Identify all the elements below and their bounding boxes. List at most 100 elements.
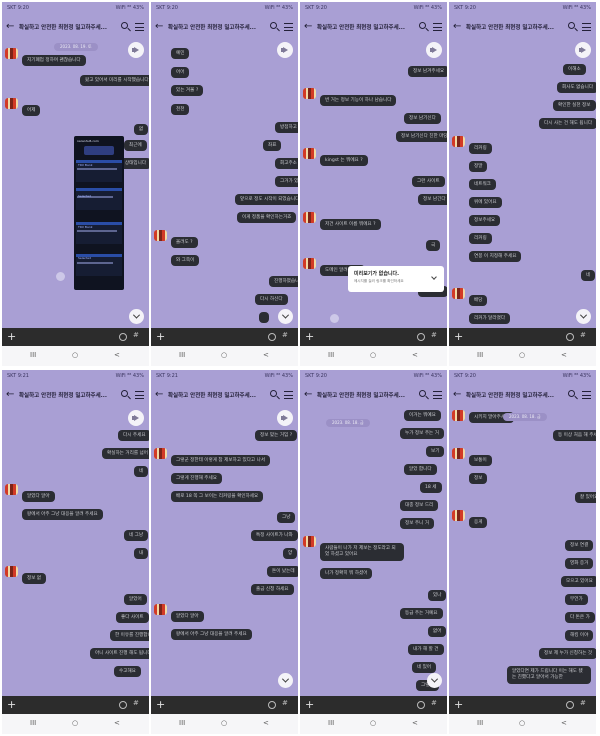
- search-icon[interactable]: [419, 390, 429, 400]
- home-icon[interactable]: ○: [519, 719, 526, 727]
- back-arrow-icon[interactable]: ←: [304, 389, 313, 400]
- search-icon[interactable]: [568, 22, 578, 32]
- avatar[interactable]: [5, 566, 18, 577]
- avatar[interactable]: [452, 410, 465, 421]
- avatar[interactable]: [452, 136, 465, 147]
- avatar[interactable]: [5, 484, 18, 495]
- recent-apps-icon[interactable]: III: [30, 351, 37, 359]
- search-icon[interactable]: [568, 390, 578, 400]
- notice-megaphone-icon[interactable]: [575, 42, 591, 58]
- hashtag-icon[interactable]: #: [133, 331, 139, 339]
- attach-plus-icon[interactable]: +: [7, 330, 17, 343]
- avatar[interactable]: [452, 448, 465, 459]
- home-icon[interactable]: ○: [221, 719, 228, 727]
- avatar[interactable]: [303, 88, 316, 99]
- hashtag-icon[interactable]: #: [282, 699, 288, 707]
- home-icon[interactable]: ○: [519, 351, 526, 359]
- back-arrow-icon[interactable]: ←: [304, 21, 313, 32]
- search-icon[interactable]: [121, 22, 131, 32]
- recent-apps-icon[interactable]: III: [30, 719, 37, 727]
- back-nav-icon[interactable]: <: [561, 351, 567, 359]
- hashtag-icon[interactable]: #: [431, 331, 437, 339]
- emoji-icon[interactable]: [119, 701, 127, 709]
- avatar[interactable]: [154, 604, 167, 615]
- menu-icon[interactable]: [433, 390, 443, 400]
- recent-apps-icon[interactable]: III: [477, 719, 484, 727]
- back-nav-icon[interactable]: <: [114, 719, 120, 727]
- emoji-icon[interactable]: [268, 701, 276, 709]
- scroll-down-button[interactable]: [278, 309, 293, 324]
- avatar[interactable]: [452, 510, 465, 521]
- reaction-dot[interactable]: [56, 272, 65, 281]
- emoji-icon[interactable]: [119, 333, 127, 341]
- attach-plus-icon[interactable]: +: [454, 698, 464, 711]
- back-arrow-icon[interactable]: ←: [453, 21, 462, 32]
- recent-apps-icon[interactable]: III: [477, 351, 484, 359]
- hashtag-icon[interactable]: #: [580, 331, 586, 339]
- back-arrow-icon[interactable]: ←: [155, 389, 164, 400]
- avatar[interactable]: [303, 536, 316, 547]
- menu-icon[interactable]: [135, 22, 145, 32]
- notice-megaphone-icon[interactable]: [128, 42, 144, 58]
- back-nav-icon[interactable]: <: [412, 719, 418, 727]
- scroll-down-button[interactable]: [427, 673, 442, 688]
- avatar[interactable]: [5, 98, 18, 109]
- back-nav-icon[interactable]: <: [263, 719, 269, 727]
- scroll-down-button[interactable]: [576, 309, 591, 324]
- search-icon[interactable]: [121, 390, 131, 400]
- recent-apps-icon[interactable]: III: [179, 719, 186, 727]
- home-icon[interactable]: ○: [72, 351, 79, 359]
- back-nav-icon[interactable]: <: [561, 719, 567, 727]
- avatar[interactable]: [5, 48, 18, 59]
- search-icon[interactable]: [419, 22, 429, 32]
- menu-icon[interactable]: [582, 22, 592, 32]
- menu-icon[interactable]: [284, 22, 294, 32]
- back-arrow-icon[interactable]: ←: [155, 21, 164, 32]
- recent-apps-icon[interactable]: III: [179, 351, 186, 359]
- link-preview-popup[interactable]: 미리보기가 없습니다. 메시지를 눌러 링크를 확인하세요: [348, 266, 444, 292]
- search-icon[interactable]: [270, 22, 280, 32]
- hashtag-icon[interactable]: #: [282, 331, 288, 339]
- back-nav-icon[interactable]: <: [263, 351, 269, 359]
- avatar[interactable]: [452, 288, 465, 299]
- home-icon[interactable]: ○: [221, 351, 228, 359]
- emoji-icon[interactable]: [268, 333, 276, 341]
- hashtag-icon[interactable]: #: [580, 699, 586, 707]
- home-icon[interactable]: ○: [370, 351, 377, 359]
- attach-plus-icon[interactable]: +: [156, 330, 166, 343]
- attach-plus-icon[interactable]: +: [7, 698, 17, 711]
- notice-megaphone-icon[interactable]: [128, 410, 144, 426]
- menu-icon[interactable]: [582, 390, 592, 400]
- search-icon[interactable]: [270, 390, 280, 400]
- emoji-icon[interactable]: [417, 701, 425, 709]
- attach-plus-icon[interactable]: +: [156, 698, 166, 711]
- notice-megaphone-icon[interactable]: [277, 410, 293, 426]
- emoji-icon[interactable]: [566, 333, 574, 341]
- emoji-icon[interactable]: [417, 333, 425, 341]
- notice-megaphone-icon[interactable]: [426, 42, 442, 58]
- back-arrow-icon[interactable]: ←: [6, 21, 15, 32]
- avatar[interactable]: [303, 258, 316, 269]
- hashtag-icon[interactable]: #: [431, 699, 437, 707]
- emoji-icon[interactable]: [566, 701, 574, 709]
- home-icon[interactable]: ○: [72, 719, 79, 727]
- back-nav-icon[interactable]: <: [412, 351, 418, 359]
- reaction-dot[interactable]: [330, 314, 339, 323]
- attach-plus-icon[interactable]: +: [305, 330, 315, 343]
- recent-apps-icon[interactable]: III: [328, 351, 335, 359]
- hashtag-icon[interactable]: #: [133, 699, 139, 707]
- back-arrow-icon[interactable]: ←: [453, 389, 462, 400]
- back-arrow-icon[interactable]: ←: [6, 389, 15, 400]
- attach-plus-icon[interactable]: +: [454, 330, 464, 343]
- avatar[interactable]: [154, 230, 167, 241]
- menu-icon[interactable]: [433, 22, 443, 32]
- recent-apps-icon[interactable]: III: [328, 719, 335, 727]
- avatar[interactable]: [303, 212, 316, 223]
- notice-megaphone-icon[interactable]: [277, 42, 293, 58]
- attach-plus-icon[interactable]: +: [305, 698, 315, 711]
- scroll-down-button[interactable]: [278, 673, 293, 688]
- menu-icon[interactable]: [284, 390, 294, 400]
- avatar[interactable]: [303, 148, 316, 159]
- scroll-down-button[interactable]: [129, 309, 144, 324]
